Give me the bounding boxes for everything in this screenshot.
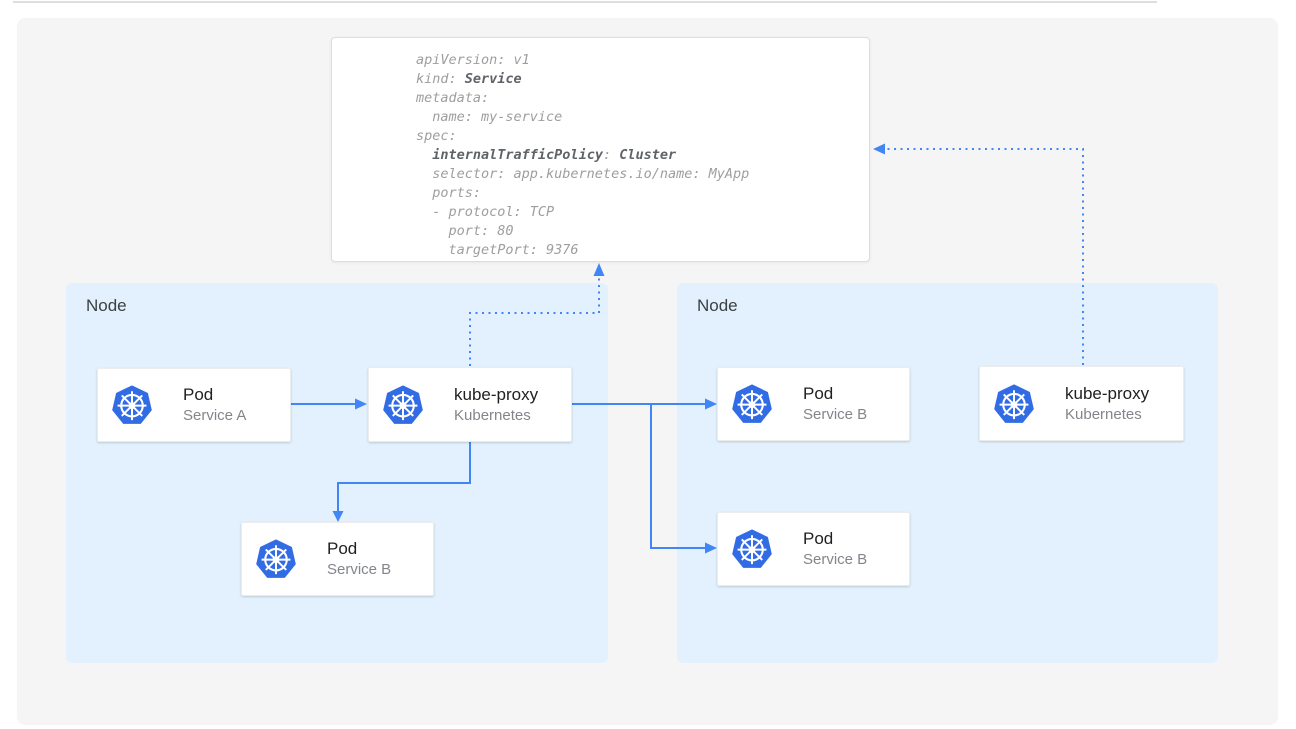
card-subtitle: Service B [803,406,868,423]
card-subtitle: Kubernetes [1065,405,1142,423]
yaml-line: kind: Service [416,71,522,87]
kubernetes-icon [731,528,773,570]
kube-proxy-card-right: kube-proxy Kubernetes [979,366,1184,441]
node-label: Node [86,296,127,315]
yaml-line: - protocol: TCP [416,204,555,220]
yaml-line: spec: [416,128,457,144]
node-box-right: Node [677,283,1218,663]
kubernetes-icon [993,383,1035,425]
card-title: Pod [327,539,358,558]
kubernetes-icon [382,384,424,426]
card-title: kube-proxy [1065,383,1150,403]
node-box-left: Node [66,283,608,663]
pod-card-service-a: Pod Service A [97,368,291,442]
card-subtitle: Service B [327,561,392,578]
yaml-line: port: 80 [416,223,514,239]
kubernetes-icon [255,538,297,580]
pod-card-service-b-right-top: Pod Service B [717,367,910,441]
card-title: kube-proxy [454,384,539,404]
yaml-line: internalTrafficPolicy: Cluster [432,147,677,163]
card-subtitle: Service B [803,551,868,568]
card-subtitle: Kubernetes [454,406,531,424]
yaml-line: targetPort: 9376 [416,242,579,258]
kube-proxy-card-left: kube-proxy Kubernetes [368,367,572,442]
card-title: Pod [803,384,834,403]
pod-card-service-b-left: Pod Service B [241,522,434,596]
yaml-line: ports: [416,185,482,201]
yaml-line: name: my-service [416,109,563,125]
card-title: Pod [183,385,214,404]
kubernetes-icon [731,383,773,425]
card-subtitle: Service A [183,407,247,424]
yaml-line: metadata: [416,90,490,106]
kubernetes-icon [111,384,153,426]
yaml-line: apiVersion: v1 [416,52,530,68]
top-divider [13,1,1157,3]
yaml-line: selector: app.kubernetes.io/name: MyApp [416,166,750,182]
pod-card-service-b-right-bottom: Pod Service B [717,512,910,586]
card-title: Pod [803,529,834,548]
service-yaml-box: apiVersion: v1 kind: Service metadata: n… [331,37,870,262]
node-label: Node [697,296,738,315]
